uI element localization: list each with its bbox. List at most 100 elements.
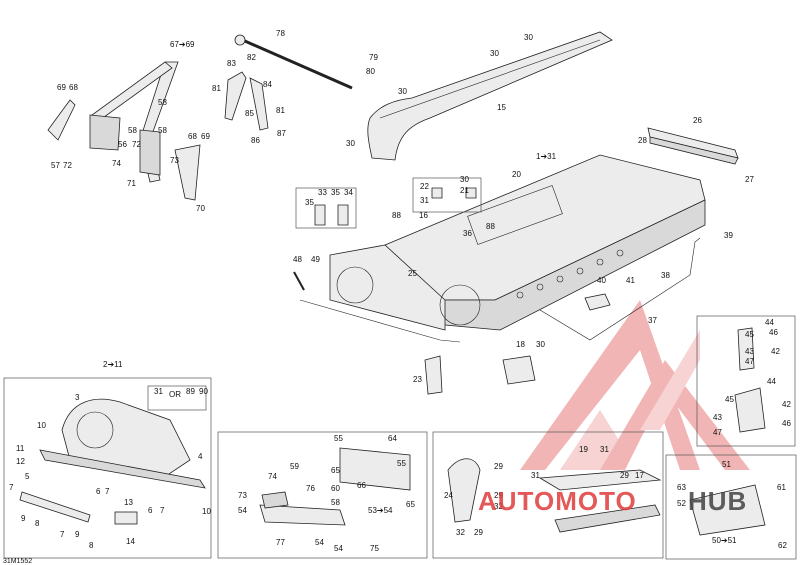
- callout-c23: 81: [212, 84, 221, 93]
- inset-box-17-32: [432, 431, 664, 559]
- callout-c69: 12: [16, 457, 25, 466]
- steering-arm-part-37: [539, 237, 701, 341]
- callout-c19: 83: [227, 59, 236, 68]
- callout-c57: 37: [648, 316, 657, 325]
- watermark-brand-left: AUTOMOTO: [478, 486, 637, 516]
- callout-c49: 36: [463, 229, 472, 238]
- callout-c109: 19: [579, 445, 588, 454]
- callout-c103: 29: [494, 462, 503, 471]
- callout-c85: 55: [334, 434, 343, 443]
- callout-c5: 58: [128, 126, 137, 135]
- callout-c90: 65: [406, 500, 415, 509]
- callout-c3: 68: [69, 83, 78, 92]
- callout-c130: 50➔51: [712, 536, 737, 545]
- callout-c10: 72: [63, 161, 72, 170]
- callout-c51: 48: [293, 255, 302, 264]
- callout-c86: 64: [388, 434, 397, 443]
- callout-c101: 54: [334, 544, 343, 553]
- callout-c114: 45: [745, 330, 754, 339]
- callout-c17: 78: [276, 29, 285, 38]
- callout-c97: 58: [331, 498, 340, 507]
- callout-c11: 58: [158, 126, 167, 135]
- callout-c91: 74: [268, 472, 277, 481]
- callout-c21: 80: [366, 67, 375, 76]
- inset-box-33-35: [295, 187, 357, 229]
- callout-c106: 32: [494, 502, 503, 511]
- callout-c29: 30: [490, 49, 499, 58]
- callout-c67: 10: [37, 421, 46, 430]
- watermark-logo: [520, 300, 750, 470]
- callout-c120: 44: [767, 377, 776, 386]
- pin-part-48: [293, 271, 305, 291]
- callout-c70: 4: [198, 452, 203, 461]
- callout-c22: 84: [263, 80, 272, 89]
- callout-c6: 56: [118, 140, 127, 149]
- callout-c75: 9: [21, 514, 26, 523]
- callout-c43: 35: [331, 188, 340, 197]
- callout-c93: 76: [306, 484, 315, 493]
- callout-c41: 21: [460, 186, 469, 195]
- callout-c36: 1➔31: [536, 152, 557, 161]
- callout-c39: 31: [420, 196, 429, 205]
- callout-c54: 38: [661, 271, 670, 280]
- callout-c59: 30: [536, 340, 545, 349]
- inset-box-50-63: [665, 454, 797, 560]
- callout-c25: 81: [276, 106, 285, 115]
- callout-c104: 24: [444, 491, 453, 500]
- callout-c26: 87: [277, 129, 286, 138]
- callout-c123: 43: [713, 413, 722, 422]
- callout-c48: 88: [486, 222, 495, 231]
- callout-c95: 73: [238, 491, 247, 500]
- rear-rail-part-26: [647, 127, 739, 165]
- callout-c83: 7: [160, 506, 165, 515]
- callout-c126: 51: [722, 460, 731, 469]
- callout-c88: 65: [331, 466, 340, 475]
- inset-box-42-47: [696, 315, 796, 447]
- callout-c45: 35: [305, 198, 314, 207]
- callout-c121: 45: [725, 395, 734, 404]
- callout-c24: 85: [245, 109, 254, 118]
- callout-c47: 16: [419, 211, 428, 220]
- tunnel-cover-part-15: [367, 31, 613, 161]
- callout-c131: 62: [778, 541, 787, 550]
- reference-code: 31M1552: [3, 558, 32, 565]
- callout-c2: 69: [57, 83, 66, 92]
- callout-c116: 46: [769, 328, 778, 337]
- bracket-part-18: [502, 355, 536, 385]
- callout-c80: 13: [124, 498, 133, 507]
- callout-c64: 89: [186, 387, 195, 396]
- bracket-part-23: [424, 355, 443, 395]
- callout-c42: 33: [318, 188, 327, 197]
- callout-c94: 60: [331, 484, 340, 493]
- steering-linkage: [224, 34, 353, 131]
- front-a-frame: [47, 61, 201, 201]
- callout-c117: 43: [745, 347, 754, 356]
- callout-c98: 53➔54: [368, 506, 393, 515]
- callout-c81: 14: [126, 537, 135, 546]
- callout-c13: 69: [201, 132, 210, 141]
- callout-c66: 3: [75, 393, 80, 402]
- callout-c65: 90: [199, 387, 208, 396]
- inset-box-21-31: [412, 177, 482, 213]
- callout-c125: 47: [713, 428, 722, 437]
- callout-c119: 47: [745, 357, 754, 366]
- callout-c78: 9: [75, 530, 80, 539]
- inset-box-2-11: [3, 377, 212, 559]
- callout-c52: 49: [311, 255, 320, 264]
- callout-c60: 23: [413, 375, 422, 384]
- callout-c111: 31: [531, 471, 540, 480]
- callout-c53: 25: [408, 269, 417, 278]
- callout-c122: 42: [782, 400, 791, 409]
- callout-c46: 88: [392, 211, 401, 220]
- callout-c63: OR: [169, 390, 181, 399]
- callout-c14: 73: [170, 156, 179, 165]
- callout-c96: 54: [238, 506, 247, 515]
- callout-c4: 58: [158, 98, 167, 107]
- callout-c31: 15: [497, 103, 506, 112]
- callout-c74: 7: [105, 487, 110, 496]
- callout-c28: 30: [524, 33, 533, 42]
- callout-c110: 31: [600, 445, 609, 454]
- callout-c82: 6: [148, 506, 153, 515]
